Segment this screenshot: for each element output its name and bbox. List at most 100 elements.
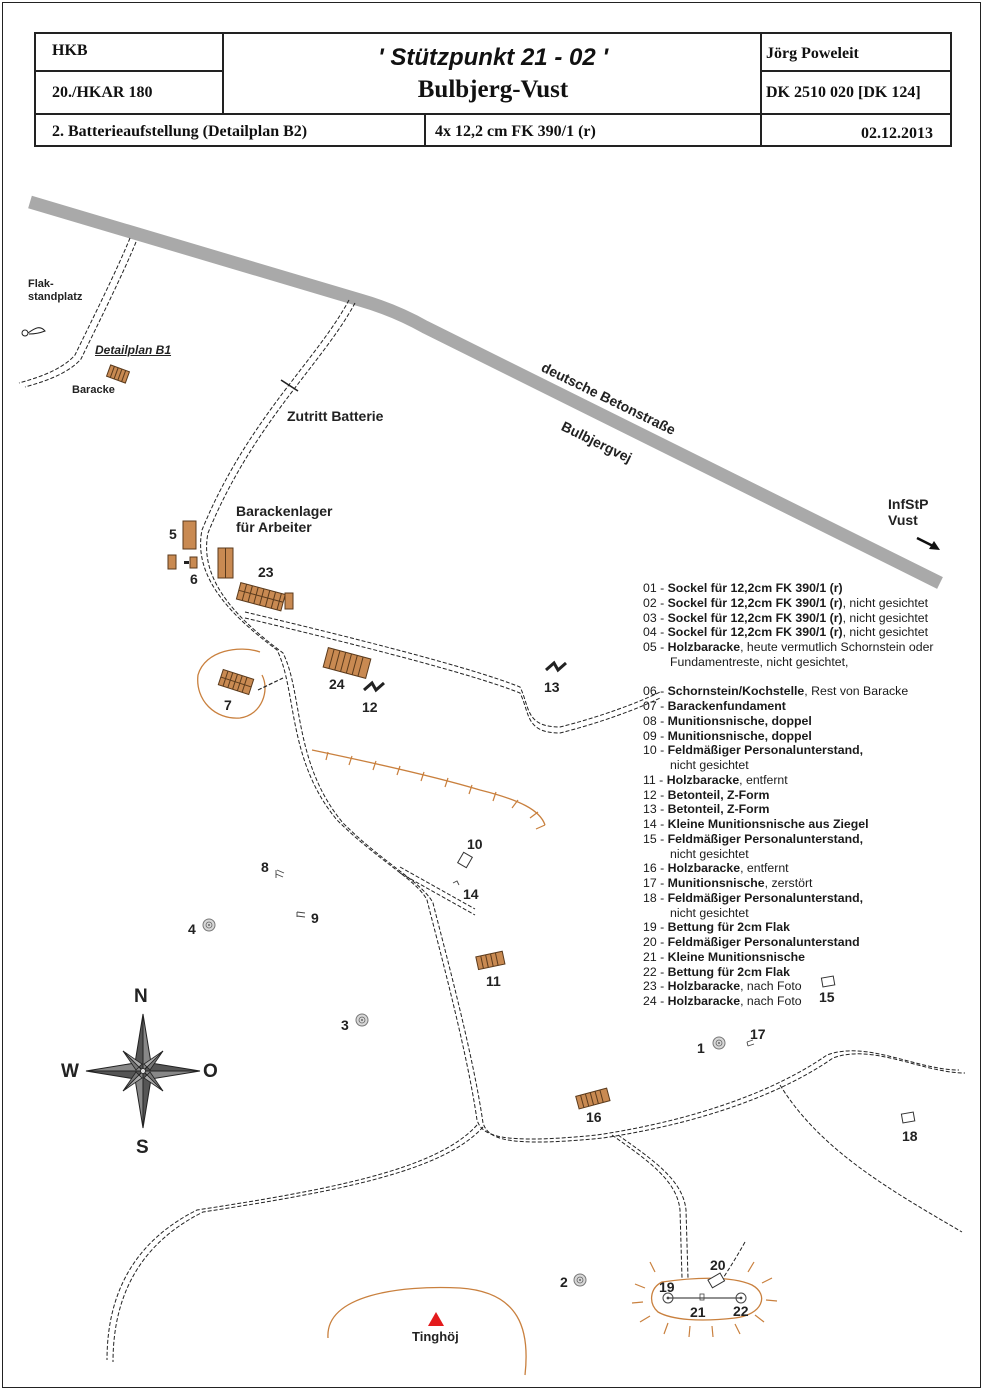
barrack: [105, 364, 131, 384]
shelter-10: [456, 851, 474, 869]
gun-pit-1: [712, 1036, 726, 1050]
track-line: [206, 302, 966, 1143]
legend-rest: , zerstört: [764, 876, 813, 890]
armament-label: 4x 12,2 cm FK 390/1 (r): [435, 123, 596, 140]
feature-number: 2: [560, 1274, 568, 1290]
legend-code: 11 -: [643, 772, 667, 787]
legend-bold: Bettung für 2cm Flak: [667, 964, 790, 979]
chimney-6: [184, 561, 189, 564]
feature-number: 12: [362, 699, 378, 715]
barracks: [105, 364, 611, 1110]
legend-rest: nicht gesichtet: [670, 846, 749, 861]
legend-code: 14 -: [643, 817, 668, 831]
legend-bold: Holzbaracke: [667, 979, 741, 994]
concrete-road: [28, 195, 943, 589]
access-label: Zutritt Batterie: [287, 408, 384, 424]
legend-code: 09 -: [643, 728, 668, 743]
legend-bold: Sockel für 12,2cm FK 390/1 (r): [667, 625, 843, 640]
niche-9: [296, 911, 306, 918]
feature-number: 3: [341, 1017, 349, 1033]
divider: [222, 34, 224, 115]
track-line: [611, 1134, 683, 1279]
legend-item: [643, 670, 934, 685]
feature-number: 20: [710, 1257, 726, 1273]
shelter-18: [900, 1111, 916, 1124]
feature-number: 21: [690, 1304, 706, 1320]
ridge-contour: [311, 749, 546, 826]
legend-bold: Betonteil, Z-Form: [667, 787, 770, 802]
divider: [424, 113, 426, 145]
legend-code: 05 -: [643, 640, 668, 654]
feature-number: 17: [750, 1026, 766, 1042]
track-line: [18, 237, 131, 384]
legend-item: 14 - Kleine Munitionsnische aus Ziegel: [643, 817, 934, 832]
legend-item: 22 - Bettung für 2cm Flak: [643, 965, 934, 980]
legend-bold: Sockel für 12,2cm FK 390/1 (r): [667, 610, 843, 625]
camp-label-line1: Barackenlager: [236, 503, 333, 519]
legend-bold: Kleine Munitionsnische aus Ziegel: [667, 817, 869, 831]
legend-code: 24 -: [643, 994, 668, 1008]
flak-label-line1: Flak-: [28, 278, 54, 290]
legend-item: 23 - Holzbaracke, nach Foto: [643, 979, 934, 994]
legend-rest: , Rest von Baracke: [804, 684, 909, 699]
divider: [36, 70, 222, 72]
section-label: 2. Batterieaufstellung (Detailplan B2): [52, 123, 308, 140]
gun-pit-4: [202, 918, 216, 932]
legend-item: 11 - Holzbaracke, entfernt: [643, 773, 934, 788]
legend-bold: Feldmäßiger Personalunterstand,: [667, 743, 864, 758]
legend-bold: Barackenfundament: [667, 699, 786, 713]
z-form-12: [363, 680, 385, 693]
divider: [36, 113, 950, 115]
track-line: [399, 872, 476, 916]
feature-number: 18: [902, 1128, 918, 1144]
legend: 01 - Sockel für 12,2cm FK 390/1 (r)02 - …: [643, 581, 934, 1009]
barrack-7: [217, 668, 255, 696]
legend-item: Fundamentreste, nicht gesichtet,: [643, 655, 934, 670]
feature-number: 24: [329, 676, 345, 692]
track-line: [112, 1126, 484, 1363]
legend-rest: nicht gesichtet: [670, 758, 749, 772]
barrack-5: [182, 520, 197, 550]
track-line: [399, 866, 476, 910]
barrack-11: [475, 950, 506, 971]
legend-bold: Sockel für 12,2cm FK 390/1 (r): [667, 581, 843, 595]
legend-bold: Feldmäßiger Personalunterstand: [667, 935, 860, 949]
contour-7: [197, 648, 266, 719]
legend-bold: Feldmäßiger Personalunterstand,: [667, 890, 864, 905]
legend-code: 10 -: [643, 743, 668, 758]
legend-bold: Munitionsnische, doppel: [667, 713, 812, 728]
feature-number: 4: [188, 921, 196, 937]
legend-bold: Schornstein/Kochstelle: [667, 684, 805, 699]
legend-item: 21 - Kleine Munitionsnische: [643, 950, 934, 965]
legend-rest: , heute vermutlich Schornstein oder: [740, 640, 934, 654]
plan-title: ' Stützpunkt 21 - 02 ': [377, 44, 609, 71]
feature-number: 9: [311, 910, 319, 926]
legend-code: 02 -: [643, 595, 668, 610]
ridge-ticks: [325, 751, 546, 830]
legend-item: 06 - Schornstein/Kochstelle, Rest von Ba…: [643, 684, 934, 699]
legend-bold: Betonteil, Z-Form: [667, 802, 770, 817]
legend-item: 05 - Holzbaracke, heute vermutlich Schor…: [643, 640, 934, 655]
legend-bold: Sockel für 12,2cm FK 390/1 (r): [667, 595, 843, 610]
feature-number: 8: [261, 859, 269, 875]
legend-item: 20 - Feldmäßiger Personalunterstand: [643, 935, 934, 950]
summit-marker: [428, 1312, 444, 1326]
infstp-label-line2: Vust: [888, 512, 918, 528]
legend-rest: , nach Foto: [740, 979, 802, 994]
legend-code: 12 -: [643, 787, 668, 802]
legend-bold: Holzbaracke: [667, 861, 741, 876]
legend-item: 08 - Munitionsnische, doppel: [643, 714, 934, 729]
barrack-16: [575, 1087, 611, 1110]
legend-bold: Holzbaracke: [666, 772, 740, 787]
legend-code: 15 -: [643, 831, 668, 846]
legend-item: nicht gesichtet: [643, 906, 934, 921]
divider: [760, 70, 950, 72]
legend-item: 17 - Munitionsnische, zerstört: [643, 876, 934, 891]
legend-item: 01 - Sockel für 12,2cm FK 390/1 (r): [643, 581, 934, 596]
track-line: [617, 1134, 689, 1279]
legend-bold: Holzbaracke: [667, 640, 741, 654]
connector-7: [257, 677, 284, 691]
compass-north: N: [134, 986, 148, 1007]
track-line: [24, 241, 137, 388]
